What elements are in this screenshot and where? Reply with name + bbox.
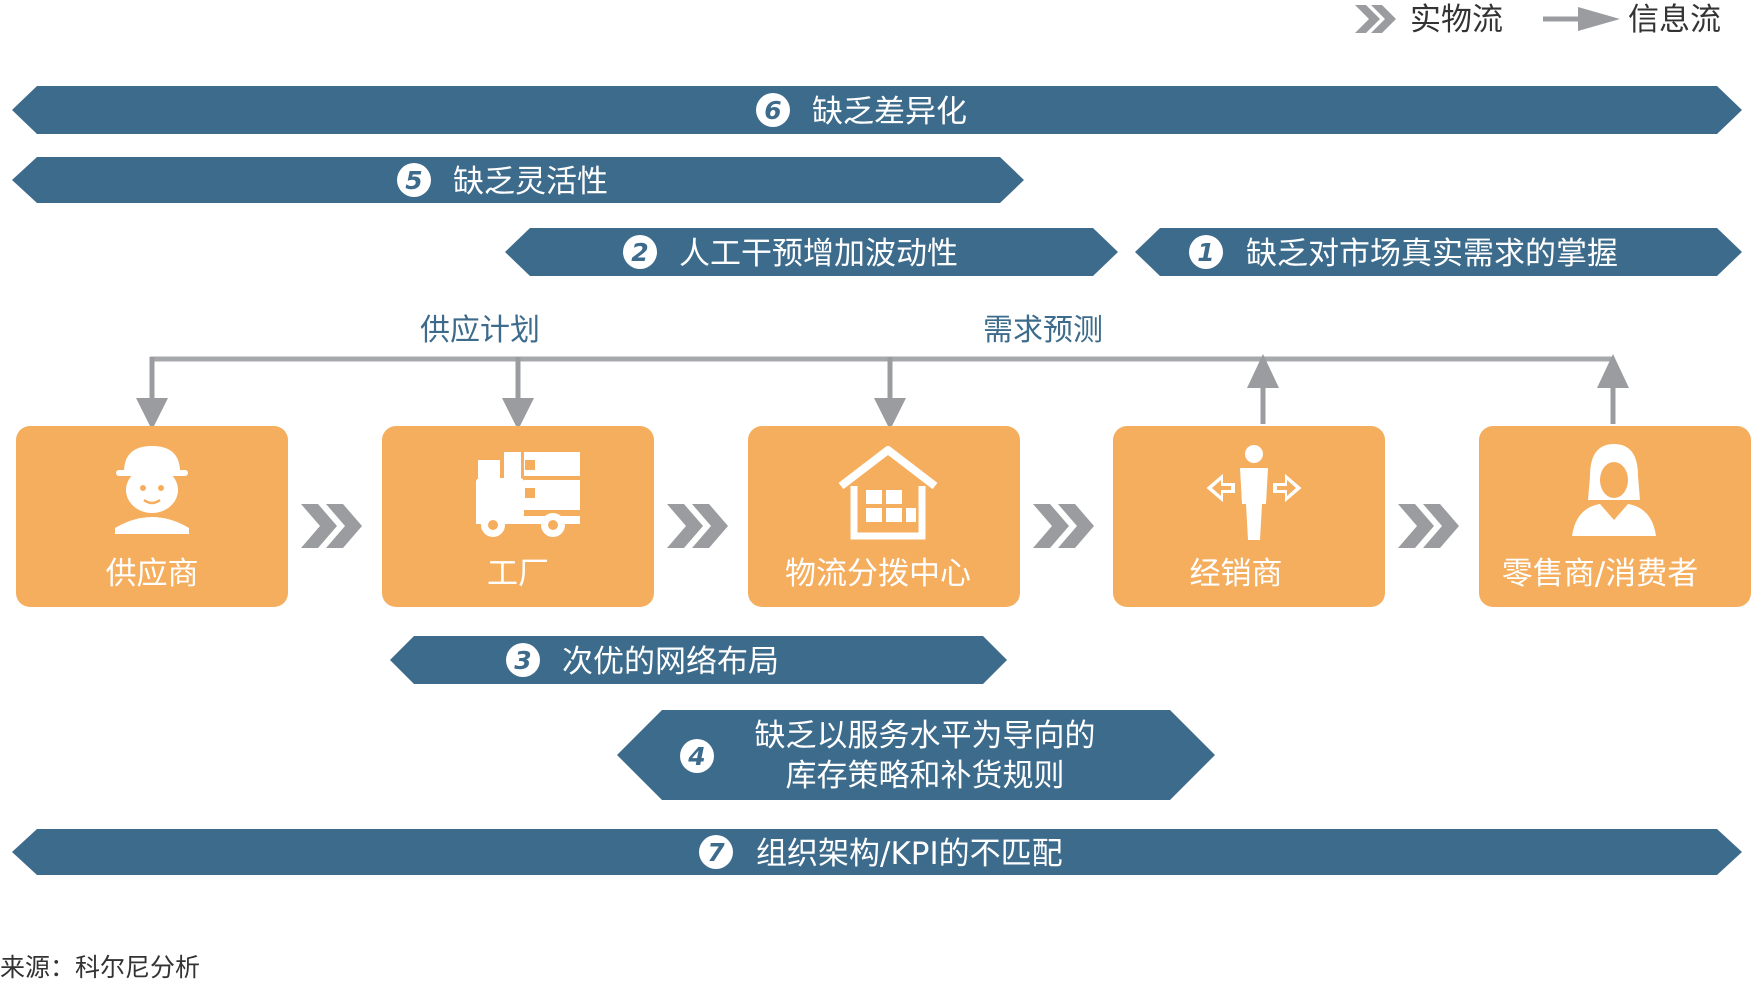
physical-flow-arrow-2: [667, 504, 728, 548]
node-factory: 工厂: [382, 426, 654, 607]
number-3-text: 3: [514, 646, 531, 675]
physical-flow-legend-label: 实物流: [1410, 2, 1503, 38]
node-supplier-label: 供应商: [106, 556, 199, 592]
number-4-badge: [680, 739, 714, 773]
number-3-badge: [506, 643, 540, 677]
legend: 实物流 信息流: [1355, 2, 1721, 38]
number-1-text: 1: [1197, 238, 1214, 267]
physical-flow-arrow-1: [301, 504, 362, 548]
number-6-text: 6: [764, 96, 781, 125]
info-arrow-from-dealer: [1247, 354, 1279, 424]
number-4-text: 4: [687, 742, 705, 771]
banner-1-label: 缺乏对市场真实需求的掌握: [1246, 236, 1618, 272]
physical-flow-arrow-4: [1398, 504, 1459, 548]
demand-forecast-label: 需求预测: [983, 313, 1103, 348]
physical-flow-legend-icon: [1355, 5, 1396, 33]
warehouse-icon: [838, 446, 938, 540]
node-distribution-center: 物流分拨中心: [748, 426, 1020, 607]
node-dealer: 经销商: [1113, 426, 1385, 607]
number-7-text: 7: [707, 838, 725, 867]
number-2-badge: [623, 235, 657, 269]
banner-3-suboptimal-network: 3 次优的网络布局: [390, 636, 1007, 684]
banner-7-label: 组织架构/KPI的不匹配: [756, 836, 1063, 872]
number-5-text: 5: [405, 166, 422, 195]
banner-1-lack-of-demand-insight: 1 缺乏对市场真实需求的掌握: [1135, 228, 1742, 276]
worker-icon: [115, 446, 189, 534]
banner-4-label-line2: 库存策略和补货规则: [786, 758, 1065, 794]
source-note: 来源：科尔尼分析: [0, 953, 200, 982]
info-arrow-to-dc: [874, 357, 906, 430]
info-arrow-to-supplier: [136, 357, 168, 430]
physical-flow-arrow-3: [1033, 504, 1094, 548]
banner-5-label: 缺乏灵活性: [453, 164, 608, 200]
node-supplier: 供应商: [16, 426, 288, 607]
supply-plan-label: 供应计划: [420, 313, 540, 348]
number-6-badge: [756, 93, 790, 127]
number-2-text: 2: [631, 238, 648, 267]
number-5-badge: [397, 163, 431, 197]
banner-4-inventory-policy: 4 缺乏以服务水平为导向的 库存策略和补货规则: [617, 710, 1215, 800]
node-dc-label: 物流分拨中心: [785, 556, 971, 592]
banner-6-lack-of-differentiation: 6 缺乏差异化: [12, 86, 1742, 134]
node-retail-consumer: 零售商/消费者: [1479, 426, 1751, 607]
banner-6-label: 缺乏差异化: [812, 94, 967, 130]
info-arrow-from-retail: [1597, 354, 1629, 424]
node-retail-label: 零售商/消费者: [1502, 556, 1698, 592]
info-flow-legend-label: 信息流: [1628, 2, 1721, 38]
banner-5-lack-of-flexibility: 5 缺乏灵活性: [12, 157, 1024, 203]
banner-7-org-kpi-mismatch: 7 组织架构/KPI的不匹配: [12, 829, 1742, 875]
info-flow-legend-icon: [1543, 7, 1620, 31]
number-1-badge: [1189, 235, 1223, 269]
banner-4-label-line1: 缺乏以服务水平为导向的: [755, 718, 1096, 754]
node-factory-label: 工厂: [487, 556, 549, 592]
info-arrow-to-factory: [502, 357, 534, 430]
information-flow-lines: [136, 354, 1629, 430]
banner-2-label: 人工干预增加波动性: [679, 236, 958, 272]
banner-2-manual-intervention: 2 人工干预增加波动性: [505, 228, 1118, 276]
node-dealer-label: 经销商: [1190, 556, 1283, 592]
number-7-badge: [699, 835, 733, 869]
banner-3-label: 次优的网络布局: [562, 644, 779, 680]
